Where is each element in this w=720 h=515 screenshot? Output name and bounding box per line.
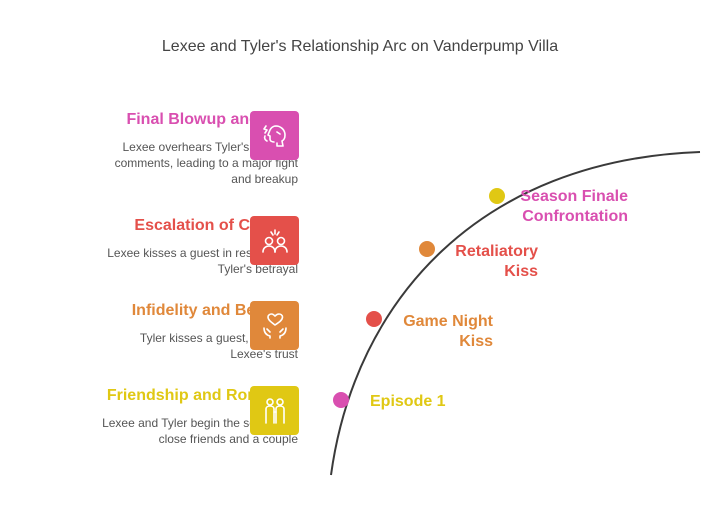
timeline-curve: [330, 151, 701, 476]
event-label: Retaliatory Kiss: [455, 242, 538, 282]
event-label-line: Game Night: [403, 313, 493, 330]
event-label-line: Confrontation: [522, 208, 628, 225]
stage-icon-box: [250, 301, 299, 350]
stage-icon-box: [250, 111, 299, 160]
angry-face-icon: [262, 124, 286, 147]
event-dot: [366, 311, 382, 327]
couple-conflict-icon: [261, 228, 288, 253]
event-label-line: Kiss: [504, 263, 538, 280]
heart-hands-icon: [262, 312, 287, 339]
stage-description: Lexee and Tyler begin the season as clos…: [102, 416, 298, 446]
stage-icon-box: [250, 386, 299, 435]
event-dot: [333, 392, 349, 408]
event-label: Game Night Kiss: [403, 312, 493, 352]
event-label: Episode 1: [370, 392, 446, 412]
event-dot: [419, 241, 435, 257]
stage-icon-box: [250, 216, 299, 265]
event-label-line: Kiss: [459, 333, 493, 350]
page-title: Lexee and Tyler's Relationship Arc on Va…: [161, 38, 559, 55]
event-label-line: Episode 1: [370, 393, 446, 410]
event-label: Season Finale Confrontation: [520, 187, 628, 227]
event-label-line: Season Finale: [520, 188, 628, 205]
event-dot: [489, 188, 505, 204]
couple-icon: [264, 397, 285, 424]
event-label-line: Retaliatory: [455, 243, 538, 260]
